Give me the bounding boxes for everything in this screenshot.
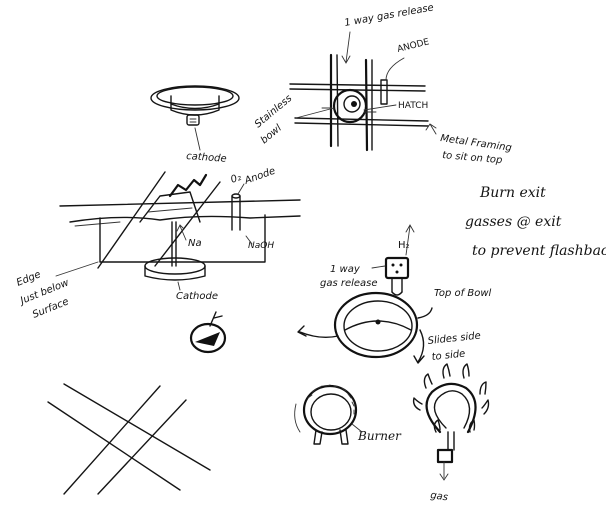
label-slides-2: to side	[431, 349, 466, 363]
arrow-anode-mid	[237, 183, 245, 195]
small-disc-sketch	[189, 311, 227, 354]
label-edge-1: Edge	[15, 269, 42, 289]
label-hatch: HATCH	[398, 101, 428, 111]
arrow-cathode-mid	[177, 281, 181, 291]
arrow-hatch	[363, 104, 397, 111]
arrow-edge	[55, 261, 99, 277]
arrow-cathode-top	[194, 127, 201, 151]
label-slides-1: Slides side	[427, 330, 481, 347]
label-metal-framing-2: to sit on top	[442, 150, 503, 166]
label-anode-top: ANODE	[396, 37, 430, 55]
label-gas: gas	[430, 490, 449, 503]
arrow-stainless-bowl	[295, 107, 335, 119]
label-gas-release-mid-2: gas release	[320, 278, 378, 289]
label-gas-release-top: 1 way gas release	[344, 2, 435, 29]
label-naoh: NaOH	[248, 241, 274, 251]
burner-sketch	[294, 384, 358, 445]
framing-bowl-sketch	[289, 53, 429, 152]
label-cathode-top: cathode	[186, 151, 227, 165]
arrow-anode-top	[385, 57, 405, 81]
arrow-gas-release-mid	[371, 265, 386, 269]
label-burn-3: to prevent flashback	[472, 243, 606, 259]
cathode-disc-sketch	[150, 85, 240, 126]
electrolysis-tank-sketch	[59, 171, 301, 281]
arrow-gas-release-top	[341, 31, 351, 64]
label-h2: H₂	[398, 240, 410, 251]
arrow-metal-framing	[425, 123, 437, 135]
arrow-burner	[351, 423, 363, 433]
label-cathode-mid: Cathode	[176, 291, 218, 302]
label-na: Na	[188, 238, 202, 249]
label-burn-2: gasses @ exit	[465, 214, 562, 230]
crossing-lines-sketch	[47, 383, 211, 495]
flame-ring-sketch	[412, 363, 490, 481]
arrow-h2	[405, 224, 415, 256]
label-anode-mid-2: Anode	[242, 166, 277, 188]
label-top-of-bowl: Top of Bowl	[434, 288, 491, 299]
bowl-top-view-sketch	[297, 256, 433, 364]
label-anode-mid-1: 0₂	[229, 172, 243, 186]
label-burner: Burner	[357, 429, 402, 443]
arrow-na	[176, 224, 187, 241]
label-burn-1: Burn exit	[479, 185, 546, 201]
arrow-naoh	[245, 235, 253, 245]
label-gas-release-mid-1: 1 way	[330, 264, 361, 275]
